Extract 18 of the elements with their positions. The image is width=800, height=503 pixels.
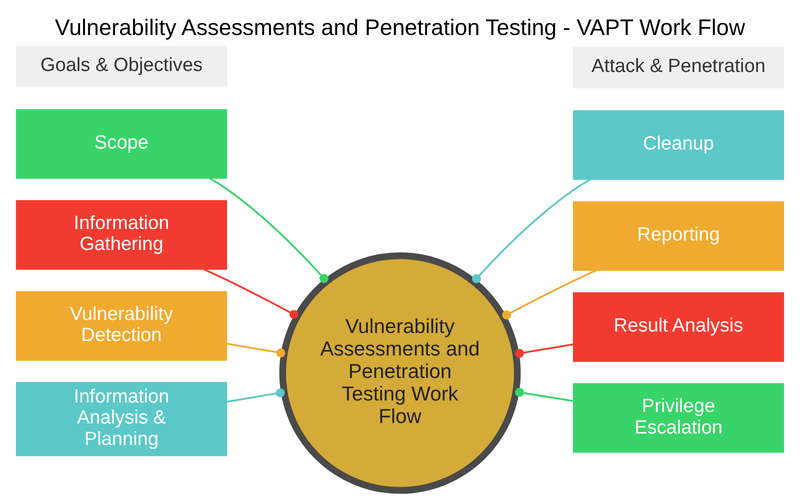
node-box: Information Analysis & Planning	[16, 382, 228, 456]
node-circle: Vulnerability Assessments and Penetration Testing Work Flow	[279, 252, 521, 494]
connector	[502, 270, 596, 320]
node-box: Scope	[16, 109, 228, 179]
connector	[226, 388, 285, 403]
diagram-title: Vulnerability Assessments and Penetration Testing - VAPT Work Flow	[54, 15, 746, 40]
connector	[226, 342, 286, 358]
node-box: Cleanup	[572, 110, 784, 180]
connector	[472, 178, 591, 284]
connector	[204, 268, 298, 319]
connector	[514, 388, 574, 402]
connector	[209, 178, 329, 284]
connector	[514, 344, 574, 358]
node-box: Privilege Escalation	[572, 383, 784, 453]
node-box: Vulnerability Detection	[16, 291, 228, 361]
node-box: Information Gathering	[16, 200, 228, 270]
node-box: Result Analysis	[572, 292, 784, 362]
node-box: Reporting	[572, 201, 784, 271]
